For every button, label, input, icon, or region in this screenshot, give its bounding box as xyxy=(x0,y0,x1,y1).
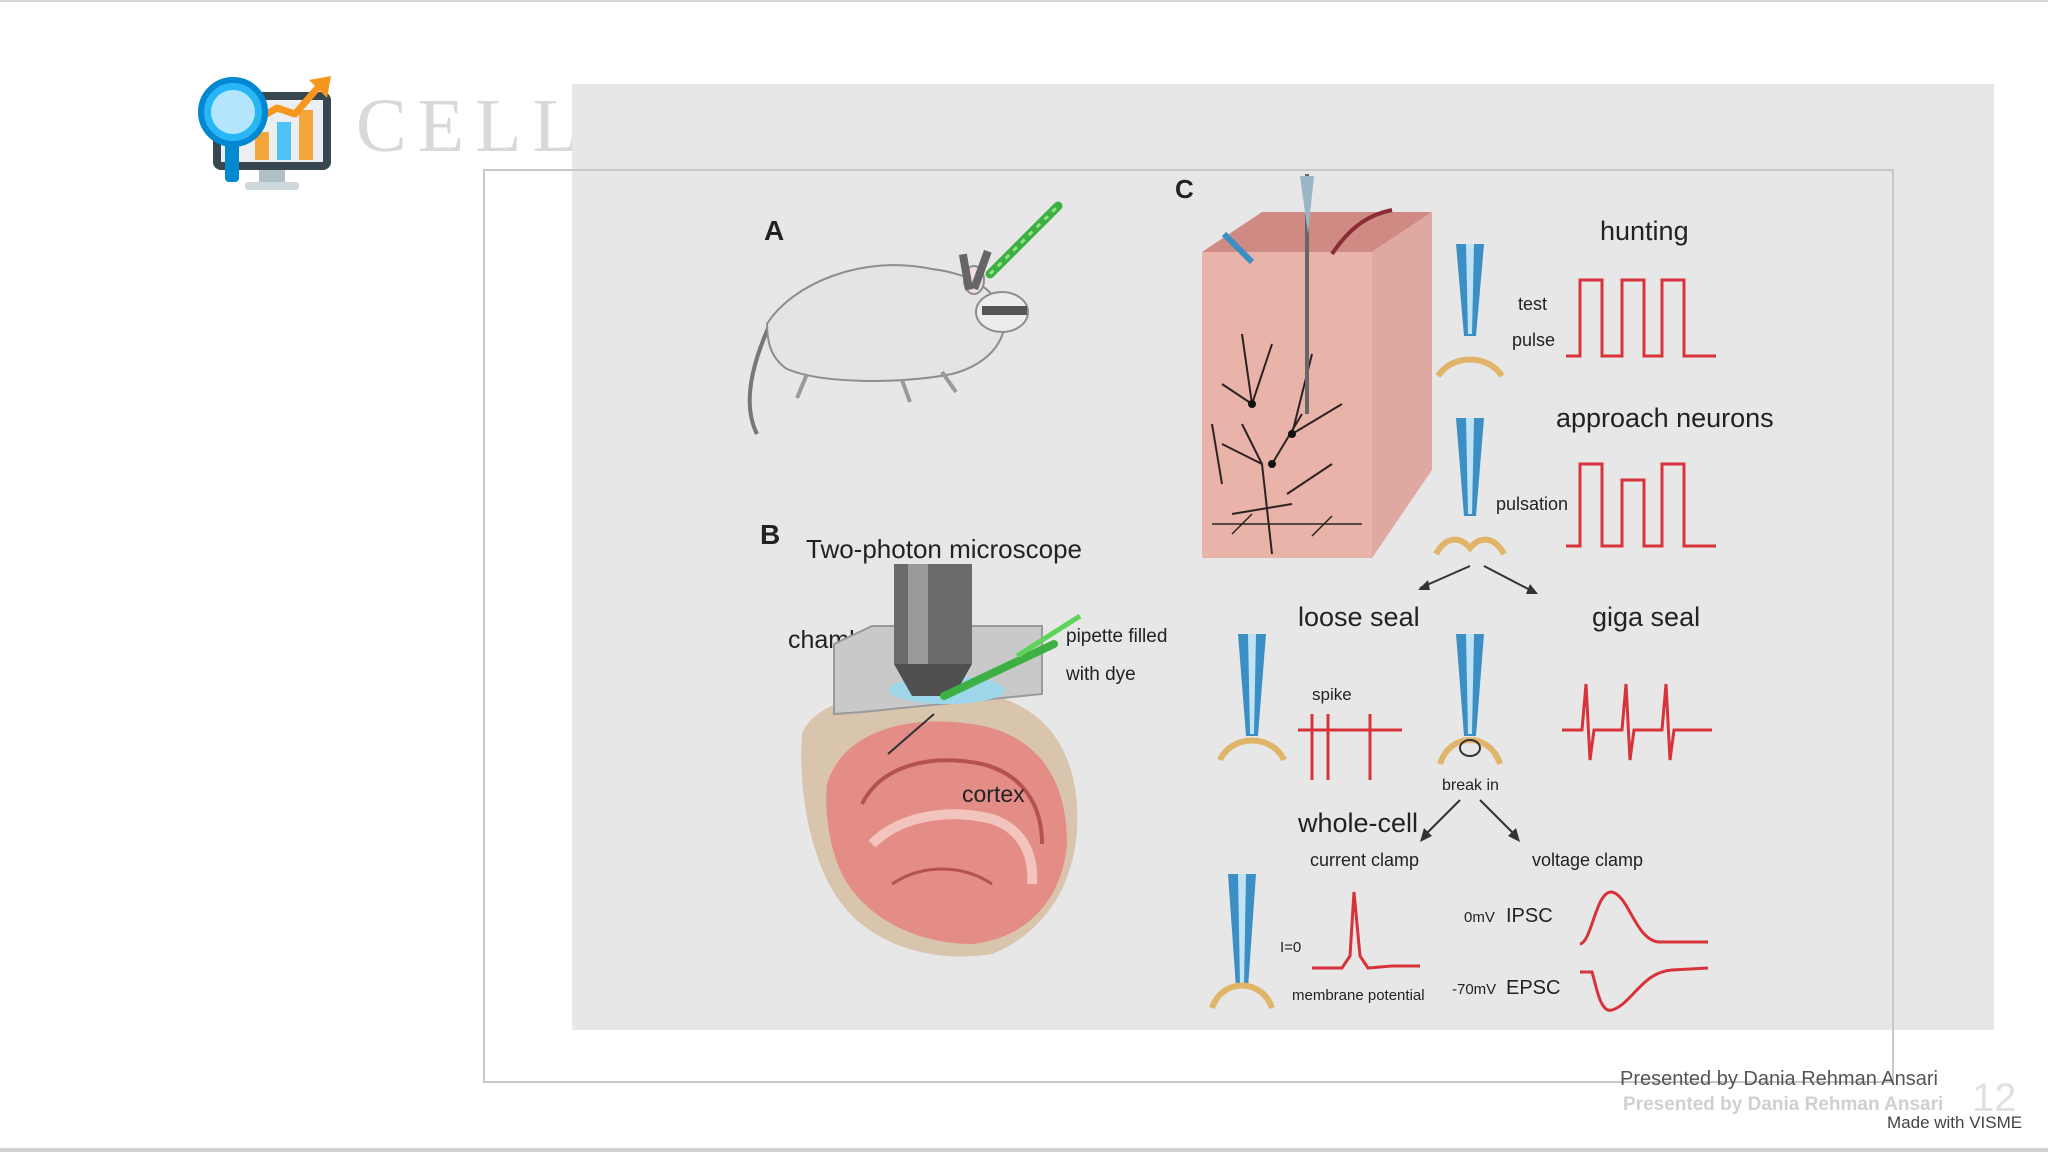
panel-b-letter: B xyxy=(760,519,780,550)
brain-illustration xyxy=(801,564,1082,957)
pulsation-trace xyxy=(1566,462,1716,548)
ipsc-label: IPSC xyxy=(1506,905,1553,927)
page-number: 12 xyxy=(1972,1076,2017,1120)
top-border xyxy=(0,0,2048,2)
presented-by-text: Presented by Dania Rehman Ansari xyxy=(1620,1068,1938,1090)
cortex-label: cortex xyxy=(962,781,1025,807)
giga-seal-label: giga seal xyxy=(1592,602,1700,632)
rat-illustration xyxy=(747,201,1063,435)
action-potential-trace xyxy=(1312,891,1420,970)
pipette-approach xyxy=(1433,418,1507,556)
pipette-loose-seal xyxy=(1217,634,1287,762)
pulsation-label: pulsation xyxy=(1496,494,1568,514)
pipette-giga-seal xyxy=(1437,634,1503,766)
arrow-to-voltage-clamp xyxy=(1479,799,1517,837)
loose-seal-label: loose seal xyxy=(1298,602,1420,632)
analytics-logo-icon xyxy=(198,76,331,190)
bottom-border xyxy=(0,1148,2048,1152)
pipette-whole-cell xyxy=(1209,874,1275,1010)
epsc-trace xyxy=(1580,966,1709,1012)
test-label: test xyxy=(1518,294,1547,314)
arrow-to-current-clamp xyxy=(1423,799,1461,837)
approach-label: approach neurons xyxy=(1556,403,1774,433)
whole-cell-label: whole-cell xyxy=(1297,808,1418,838)
made-with-visme-badge[interactable]: Made with VISME xyxy=(1887,1113,2023,1132)
loose-seal-spike-trace xyxy=(1298,714,1402,780)
membrane-potential-label: membrane potential xyxy=(1292,987,1425,1004)
i0-label: I=0 xyxy=(1280,939,1301,956)
arrow-to-giga-seal xyxy=(1483,565,1535,593)
spike-label: spike xyxy=(1312,685,1352,704)
pipette-hunting xyxy=(1435,244,1505,378)
break-in-label: break in xyxy=(1442,777,1499,794)
cell-recording-figure: A B Two-photon microscope chamber pipett… xyxy=(747,174,1774,1012)
voltage-clamp-label: voltage clamp xyxy=(1532,850,1643,870)
giga-seal-spike-trace xyxy=(1562,683,1712,761)
panel-a-letter: A xyxy=(764,215,784,246)
test-pulse-trace xyxy=(1566,278,1716,358)
panel-c-letter: C xyxy=(1175,174,1194,204)
pipette-label-line1: pipette filled xyxy=(1066,626,1167,647)
current-clamp-label: current clamp xyxy=(1310,850,1419,870)
tissue-block-illustration xyxy=(1202,174,1432,558)
pulse-label: pulse xyxy=(1512,330,1555,350)
microscope-label: Two-photon microscope xyxy=(806,534,1082,564)
presented-by-ghost-text: Presented by Dania Rehman Ansari xyxy=(1623,1094,1944,1115)
zero-mv-label: 0mV xyxy=(1464,909,1495,926)
pipette-label-line2: with dye xyxy=(1065,664,1136,685)
minus70-label: -70mV xyxy=(1452,981,1496,998)
epsc-label: EPSC xyxy=(1506,977,1560,999)
content-frame xyxy=(483,169,1894,1083)
ipsc-trace xyxy=(1579,890,1708,946)
hunting-label: hunting xyxy=(1600,216,1689,246)
